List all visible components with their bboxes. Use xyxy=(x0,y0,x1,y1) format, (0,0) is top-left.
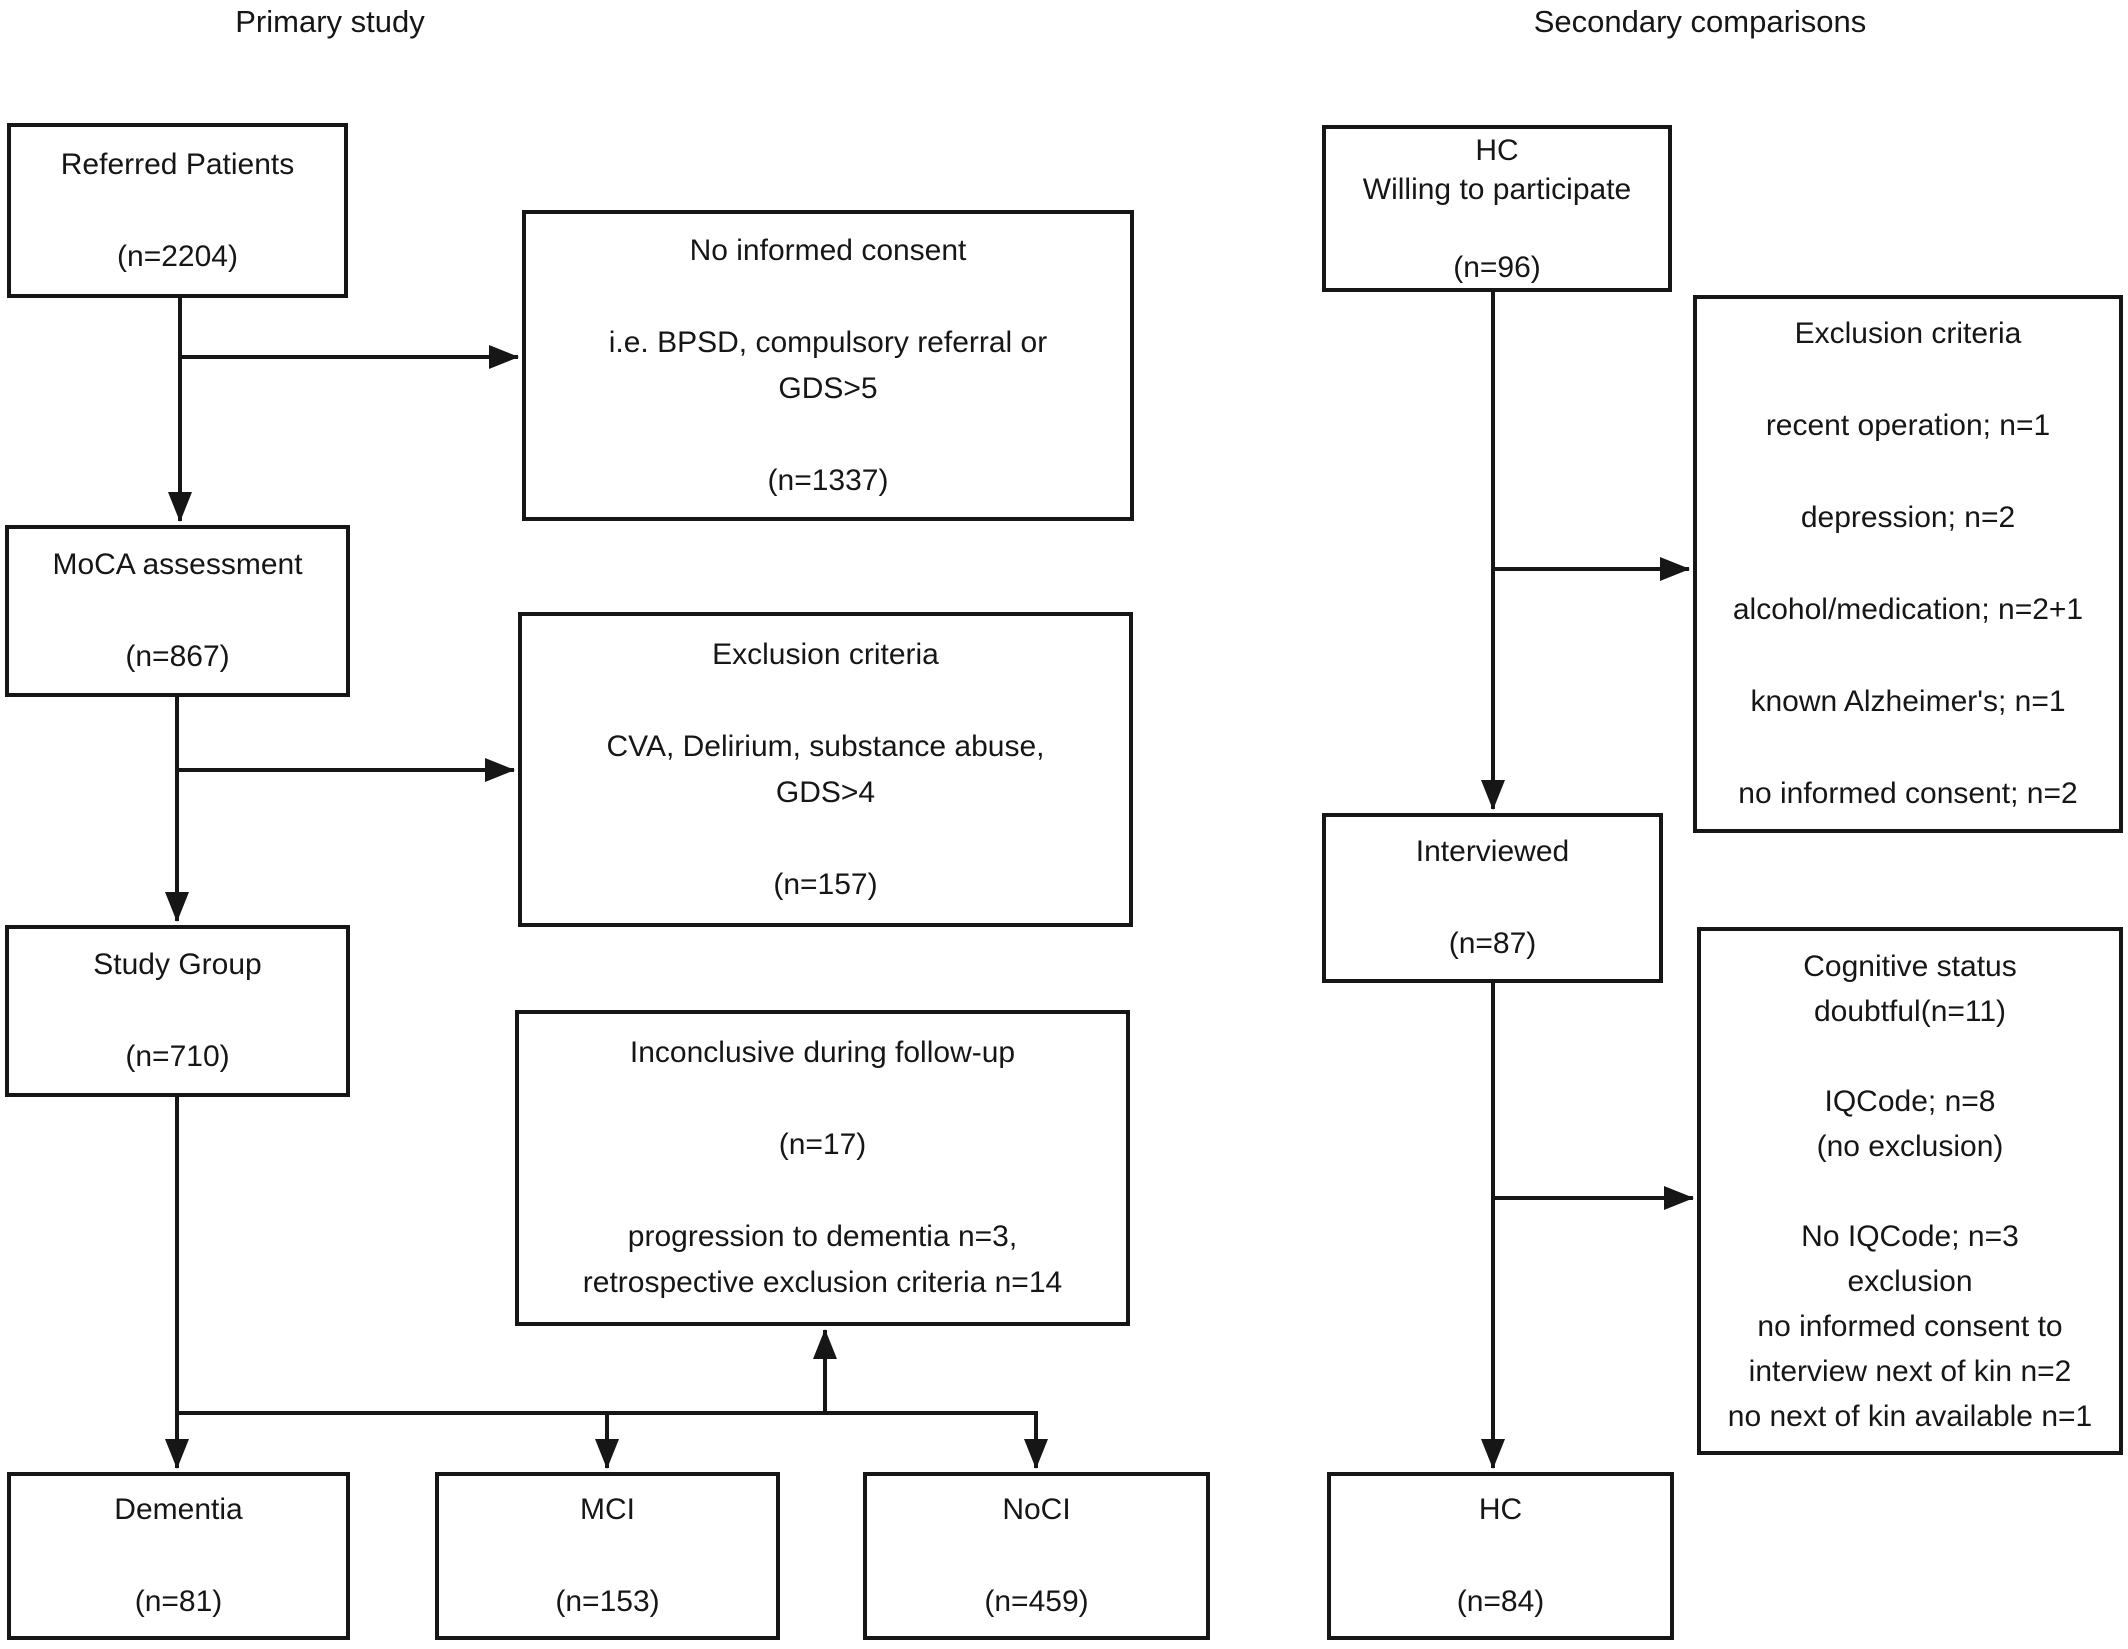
secondary-comparisons-title: Secondary comparisons xyxy=(1533,4,1867,39)
primary-study-title: Primary study xyxy=(235,4,425,39)
noci-box: NoCI (n=459) xyxy=(863,1472,1210,1640)
moca-assessment-box: MoCA assessment (n=867) xyxy=(5,525,350,697)
referred-patients-box: Referred Patients (n=2204) xyxy=(7,123,348,298)
interviewed-box: Interviewed (n=87) xyxy=(1322,813,1663,983)
no-informed-consent-box: No informed consent i.e. BPSD, compulsor… xyxy=(522,210,1134,521)
mci-box: MCI (n=153) xyxy=(435,1472,780,1640)
inconclusive-follow-up-box: Inconclusive during follow-up (n=17) pro… xyxy=(515,1010,1130,1326)
cognitive-status-doubtful-box: Cognitive status doubtful(n=11) IQCode; … xyxy=(1697,927,2123,1455)
primary-exclusion-criteria-box: Exclusion criteria CVA, Delirium, substa… xyxy=(518,612,1133,927)
secondary-exclusion-criteria-box: Exclusion criteria recent operation; n=1… xyxy=(1693,295,2123,833)
hc-willing-to-participate-box: HC Willing to participate (n=96) xyxy=(1322,125,1672,292)
hc-final-box: HC (n=84) xyxy=(1327,1472,1674,1640)
dementia-box: Dementia (n=81) xyxy=(7,1472,350,1640)
study-group-box: Study Group (n=710) xyxy=(5,925,350,1097)
